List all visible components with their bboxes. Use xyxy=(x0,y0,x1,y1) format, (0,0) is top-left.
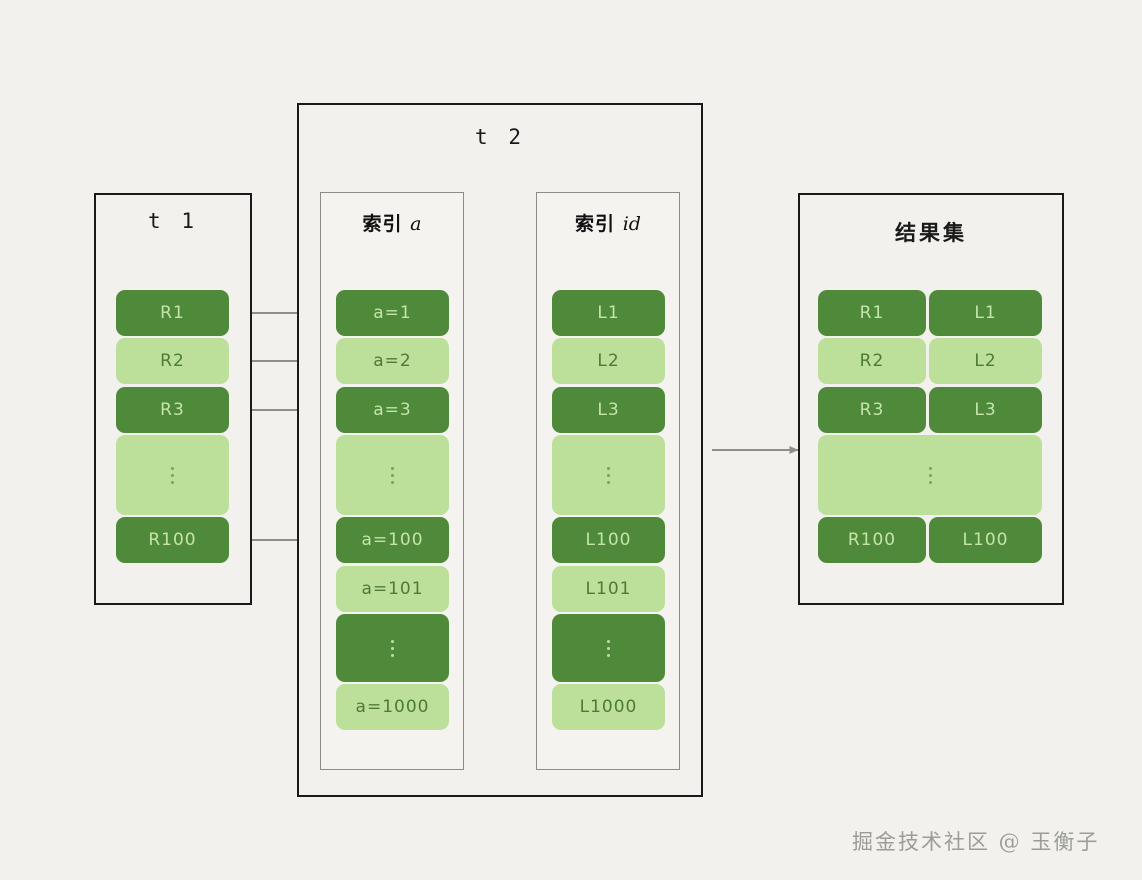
index-id-row-l3-label: L3 xyxy=(597,400,620,420)
index-a-row-a2: a=2 xyxy=(336,338,449,384)
result-row-1-right: L1 xyxy=(929,290,1042,336)
index-a-row-a101-label: a=101 xyxy=(361,579,424,599)
watermark-text: 掘金技术社区 @ 玉衡子 xyxy=(852,830,1100,854)
t1-title: t 1 xyxy=(148,209,198,233)
index-id-row-ellipsis-1 xyxy=(552,435,665,515)
t1-row-r3-label: R3 xyxy=(160,400,185,420)
index-id-row-l1-label: L1 xyxy=(597,303,620,323)
result-row-3-left-label: R3 xyxy=(859,400,885,420)
result-row-3-right: L3 xyxy=(929,387,1042,433)
index-id-row-l2: L2 xyxy=(552,338,665,384)
result-row-3-left: R3 xyxy=(818,387,926,433)
result-set-title: 结果集 xyxy=(895,220,967,245)
t1-row-r100: R100 xyxy=(116,517,229,563)
result-row-100-left-label: R100 xyxy=(847,530,897,550)
index-a-row-a1000: a=1000 xyxy=(336,684,449,730)
result-row-2-right-label: L2 xyxy=(974,351,997,371)
index-id-row-l101: L101 xyxy=(552,566,665,612)
index-id-title-suffix: id xyxy=(622,213,641,235)
result-row-ellipsis xyxy=(818,435,1042,515)
index-a-row-a2-label: a=2 xyxy=(373,351,412,371)
index-id-row-l3: L3 xyxy=(552,387,665,433)
result-row-1-left-label: R1 xyxy=(859,303,885,323)
index-id-row-l1: L1 xyxy=(552,290,665,336)
index-a-row-a1: a=1 xyxy=(336,290,449,336)
result-row-2-left-label: R2 xyxy=(859,351,885,371)
index-a-row-ellipsis-2 xyxy=(336,614,449,682)
result-row-2-right: L2 xyxy=(929,338,1042,384)
t1-row-ellipsis xyxy=(116,435,229,515)
index-id-title-cjk: 索引 xyxy=(575,213,616,235)
index-a-row-a100: a=100 xyxy=(336,517,449,563)
index-a-row-a3-label: a=3 xyxy=(373,400,412,420)
result-row-100-right: L100 xyxy=(929,517,1042,563)
index-a-row-a1-label: a=1 xyxy=(373,303,412,323)
index-a-title-cjk: 索引 xyxy=(362,213,403,235)
index-id-row-l1000-label: L1000 xyxy=(579,697,638,717)
index-a-row-ellipsis-1 xyxy=(336,435,449,515)
result-row-3-right-label: L3 xyxy=(974,400,997,420)
t1-row-r2: R2 xyxy=(116,338,229,384)
index-a-row-a101: a=101 xyxy=(336,566,449,612)
index-a-row-a3: a=3 xyxy=(336,387,449,433)
index-a-row-a100-label: a=100 xyxy=(361,530,424,550)
result-row-1-left: R1 xyxy=(818,290,926,336)
vertical-ellipsis-icon xyxy=(391,639,394,657)
t1-row-r100-label: R100 xyxy=(148,530,197,550)
index-id-row-ellipsis-2 xyxy=(552,614,665,682)
index-a-row-a1000-label: a=1000 xyxy=(355,697,430,717)
t1-row-r2-label: R2 xyxy=(160,351,185,371)
result-row-100-left: R100 xyxy=(818,517,926,563)
index-id-row-l1000: L1000 xyxy=(552,684,665,730)
result-row-1-right-label: L1 xyxy=(974,303,997,323)
result-row-2-left: R2 xyxy=(818,338,926,384)
index-id-row-l2-label: L2 xyxy=(597,351,620,371)
index-id-title: 索引 id xyxy=(537,209,679,236)
vertical-ellipsis-icon xyxy=(928,466,932,484)
index-id-row-l100: L100 xyxy=(552,517,665,563)
t1-row-r1: R1 xyxy=(116,290,229,336)
t1-row-r3: R3 xyxy=(116,387,229,433)
index-a-title: 索引 a xyxy=(321,209,463,236)
result-row-100-right-label: L100 xyxy=(962,530,1009,550)
t2-title: t 2 xyxy=(475,125,525,149)
t1-row-r1-label: R1 xyxy=(160,303,185,323)
vertical-ellipsis-icon xyxy=(391,466,394,484)
index-a-title-suffix: a xyxy=(410,213,422,235)
vertical-ellipsis-icon xyxy=(607,639,610,657)
index-id-row-l101-label: L101 xyxy=(585,579,632,599)
index-id-row-l100-label: L100 xyxy=(585,530,632,550)
vertical-ellipsis-icon xyxy=(607,466,610,484)
vertical-ellipsis-icon xyxy=(171,466,174,484)
